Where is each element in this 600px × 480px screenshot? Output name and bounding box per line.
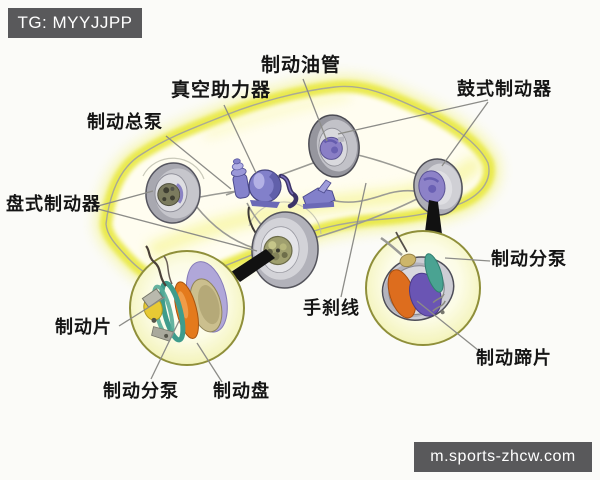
watermark-bottom-right: m.sports-zhcw.com [414,442,592,472]
label-vacuum-booster: 真空助力器 [171,80,272,101]
magnifier-wedge-disc [231,249,275,282]
label-handbrake-cable: 手刹线 [303,298,360,318]
wheel-front-left [145,162,201,224]
master-cylinder-assembly [230,158,299,209]
label-drum-brake: 鼓式制动器 [457,79,552,99]
label-disc-brake: 盘式制动器 [6,194,101,214]
wheel-rear-left [308,114,360,178]
label-wheel-cylinder-rear: 制动分泵 [491,249,567,269]
label-brake-pad: 制动片 [55,317,112,337]
label-brake-shoe: 制动蹄片 [476,348,552,368]
label-brake-oil-pipe: 制动油管 [261,55,342,76]
label-brake-disc: 制动盘 [213,381,270,401]
disc-brake-magnifier [129,245,245,366]
label-wheel-cylinder-front: 制动分泵 [103,381,179,401]
watermark-top-left: TG: MYYJJPP [8,8,142,38]
wheel-rear-right [413,158,463,216]
wheel-front-right [251,211,319,289]
leader-lines [97,78,491,383]
drum-brake-magnifier [365,230,481,346]
label-brake-master-cylinder: 制动总泵 [87,112,163,132]
magnifier-wedge-drum [425,200,442,234]
brake-pedal-assembly [302,179,336,210]
